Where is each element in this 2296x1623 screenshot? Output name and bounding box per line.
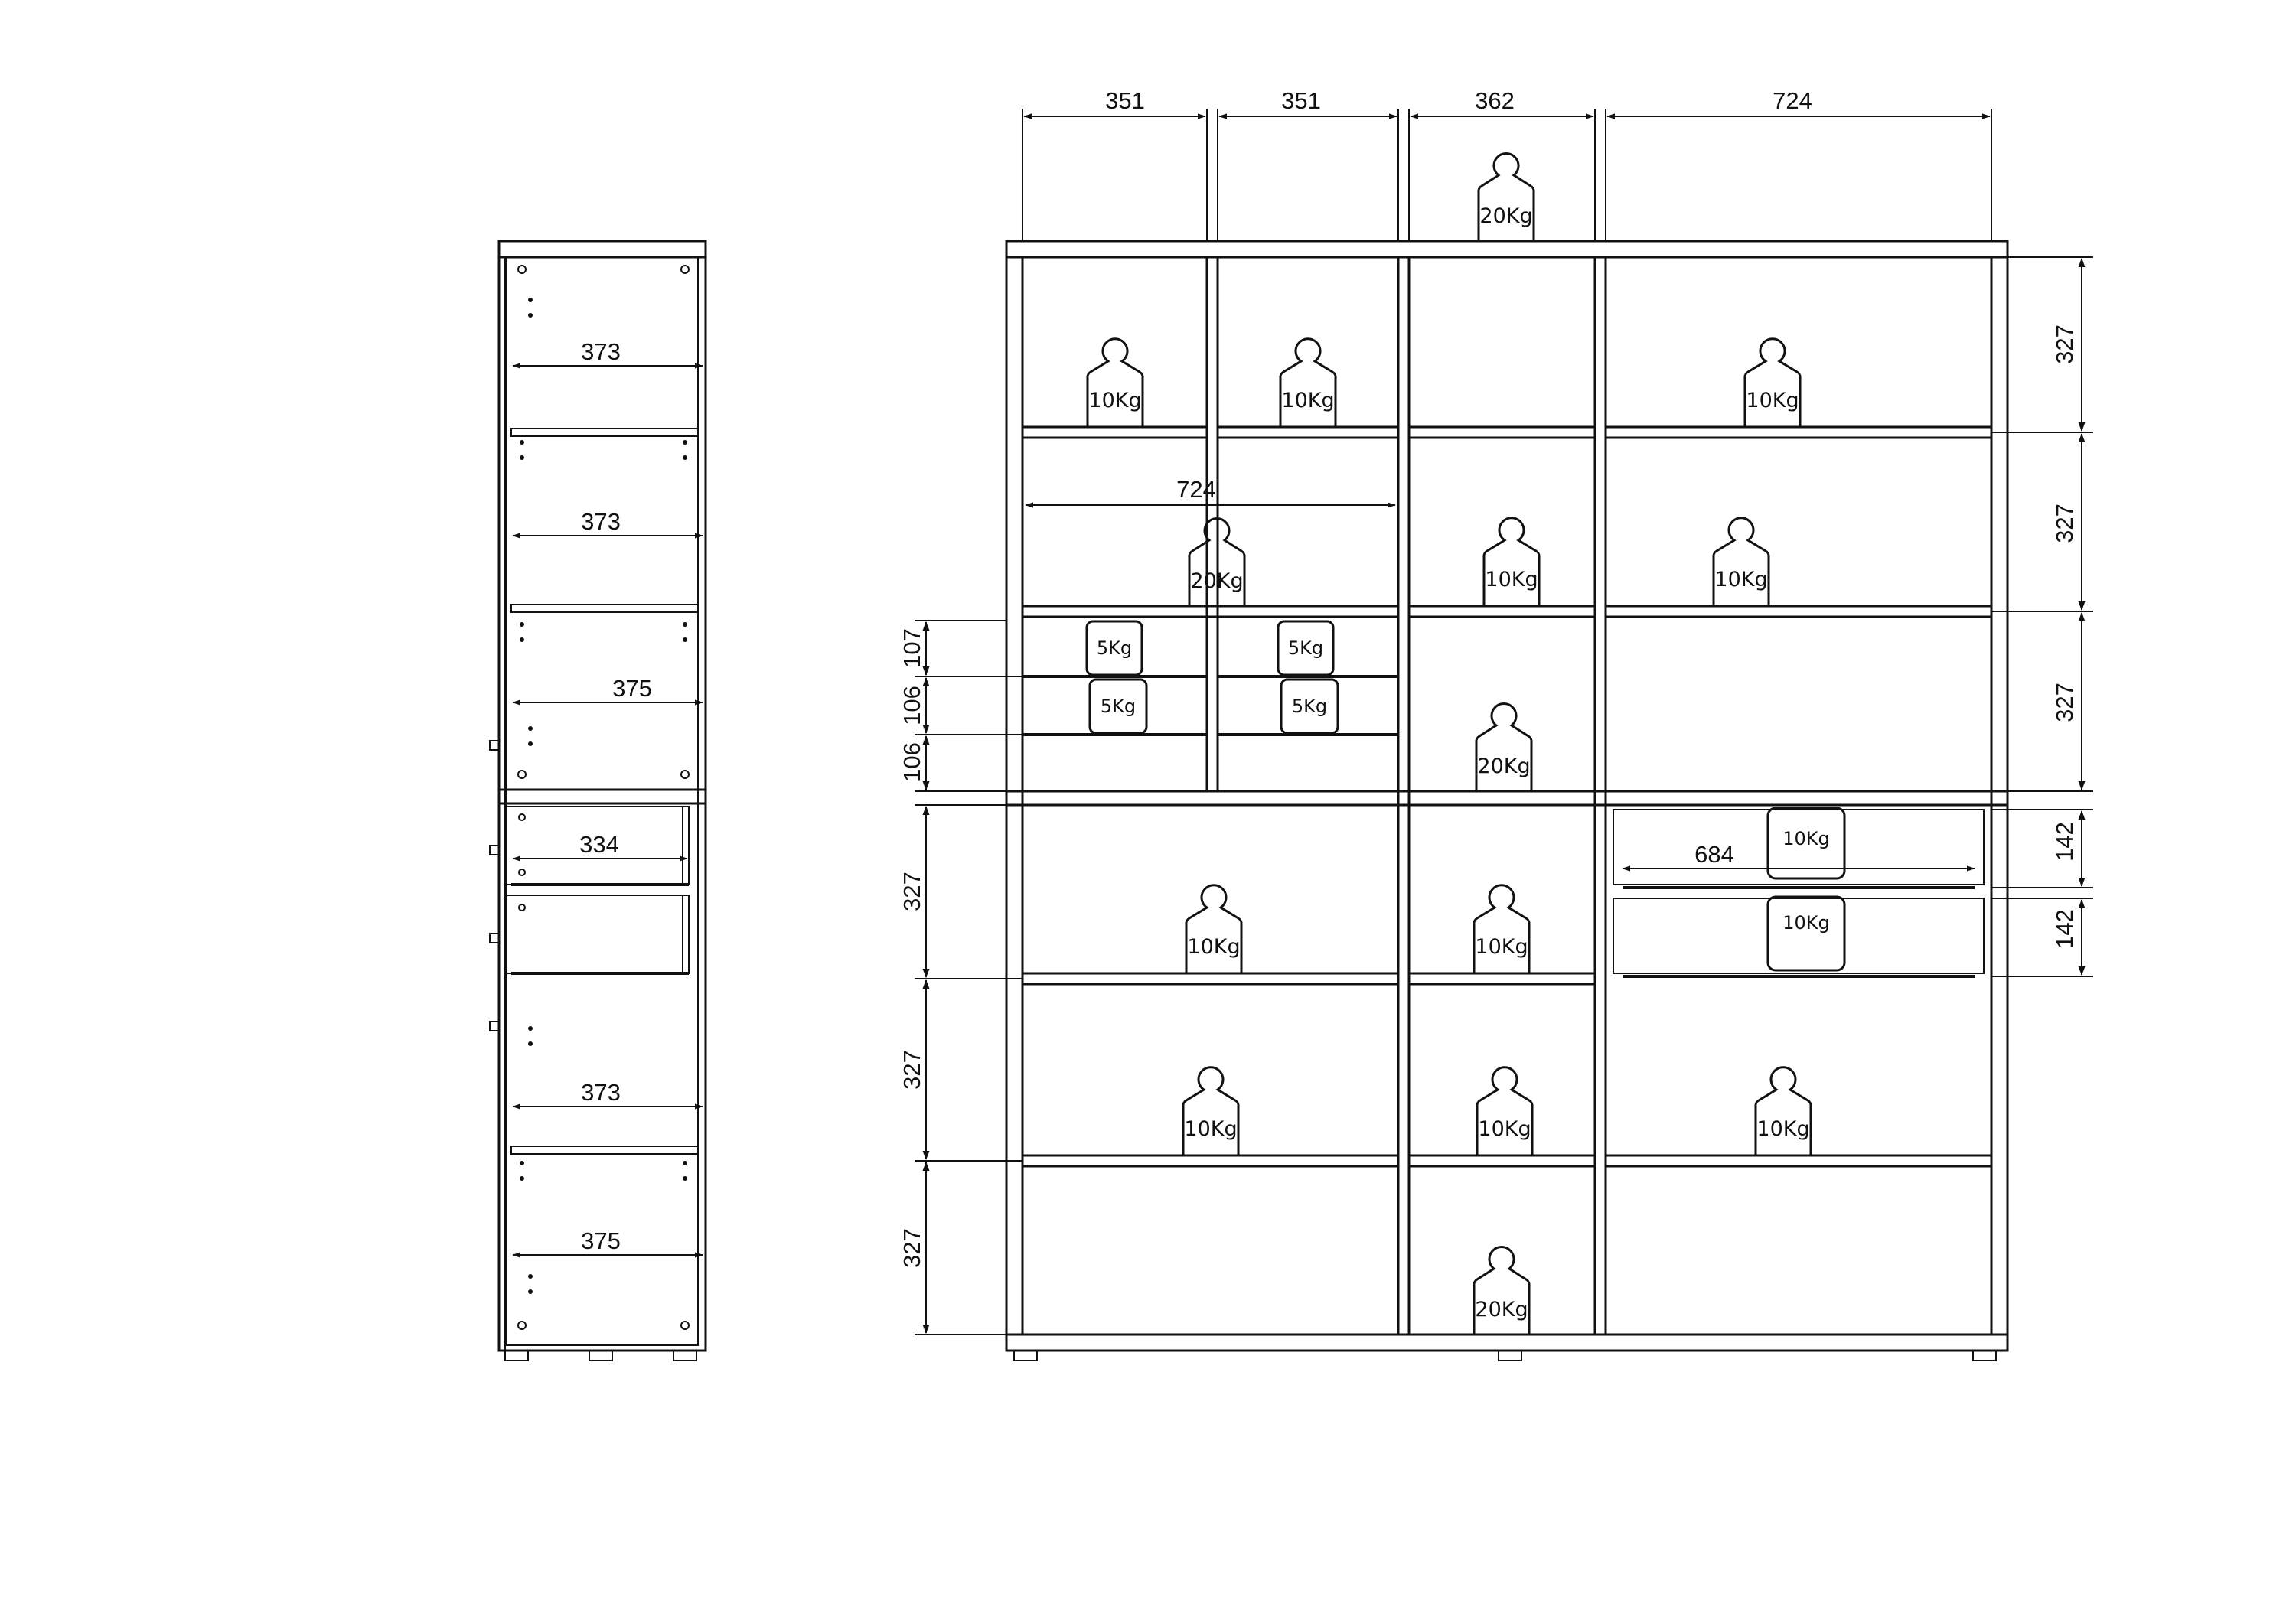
left-dimensions: 107 106 106 327 327 327 xyxy=(899,620,1022,1335)
right-dim-3: 327 xyxy=(2051,683,2078,722)
side-dim-6: 375 xyxy=(581,1227,621,1254)
weight-tray-4: 5Kg xyxy=(1292,696,1327,717)
side-drawer-2 xyxy=(506,895,690,974)
weight-drawer-2: 10Kg xyxy=(1782,912,1830,934)
weight-r4-1: 10Kg xyxy=(1187,935,1240,959)
side-shelves xyxy=(497,428,707,1155)
weight-r3-1: 20Kg xyxy=(1477,754,1530,778)
left-dim-1: 107 xyxy=(899,628,925,668)
weight-tray-2: 5Kg xyxy=(1288,637,1323,659)
left-dim-4: 327 xyxy=(899,872,925,911)
weight-r1-2: 10Kg xyxy=(1281,389,1334,412)
weight-icon: 20Kg xyxy=(1477,152,1535,243)
right-dim-5: 142 xyxy=(2051,909,2078,949)
top-dimensions: 351 351 362 724 xyxy=(1022,87,1992,241)
front-drawers: 684 xyxy=(1613,809,1985,978)
drawer-weights: 10Kg 10Kg xyxy=(1766,807,1846,972)
weight-icon: 20Kg xyxy=(1475,702,1533,793)
weight-r2-3: 10Kg xyxy=(1714,568,1767,592)
middle-divider xyxy=(1005,790,2009,807)
weight-icon: 10Kg xyxy=(1182,1066,1240,1157)
side-fittings xyxy=(489,257,690,1351)
front-outline xyxy=(1005,240,2009,1352)
left-dim-2: 106 xyxy=(899,686,925,725)
side-feet xyxy=(504,1350,697,1361)
weight-r5-2: 10Kg xyxy=(1478,1117,1531,1141)
side-dim-2: 373 xyxy=(581,508,621,535)
weight-icon: 20Kg xyxy=(1473,1246,1531,1336)
vertical-partitions xyxy=(1205,256,1607,1336)
weight-r1-1: 10Kg xyxy=(1088,389,1141,412)
side-depth-dimensions: 373 373 375 334 373 375 xyxy=(512,338,703,1258)
side-view-inner-outline xyxy=(506,256,699,1346)
weight-tray-1: 5Kg xyxy=(1097,637,1132,659)
drawer-2 xyxy=(1613,898,1985,974)
weight-icon: 10Kg xyxy=(1086,337,1144,429)
weight-r4-2: 10Kg xyxy=(1475,935,1528,959)
weight-icon: 10Kg xyxy=(1185,884,1243,975)
drawer-dimension: 684 xyxy=(1694,841,1734,868)
side-dim-5: 373 xyxy=(581,1079,621,1106)
weight-r6-1: 20Kg xyxy=(1475,1298,1528,1322)
weight-icon: 10Kg xyxy=(1473,884,1531,975)
weight-icon: 10Kg xyxy=(1279,337,1337,429)
weight-r2-1: 20Kg xyxy=(1190,569,1243,593)
right-dim-1: 327 xyxy=(2051,324,2078,364)
weight-icon: 10Kg xyxy=(1712,517,1770,608)
side-drawers xyxy=(506,806,690,975)
right-dimensions: 327 327 327 142 142 xyxy=(1991,256,2093,977)
top-dim-4: 724 xyxy=(1773,87,1812,114)
right-dim-4: 142 xyxy=(2051,822,2078,862)
front-feet xyxy=(1013,1350,1997,1361)
top-dim-2: 351 xyxy=(1281,87,1321,114)
weight-r5-3: 10Kg xyxy=(1756,1117,1809,1141)
weight-r1-3: 10Kg xyxy=(1746,389,1799,412)
weight-top: 20Kg xyxy=(1479,204,1532,228)
weight-r5-1: 10Kg xyxy=(1184,1117,1237,1141)
side-dim-1: 373 xyxy=(581,338,621,365)
left-dim-5: 327 xyxy=(899,1050,925,1090)
side-view-outline xyxy=(497,240,707,1352)
side-dim-4: 334 xyxy=(579,831,619,858)
weight-icon: 10Kg xyxy=(1754,1066,1812,1157)
weight-markers: 20Kg 10Kg 10Kg 10Kg 20Kg 10Kg 10Kg xyxy=(1085,152,1846,1336)
weight-drawer-1: 10Kg xyxy=(1782,828,1830,849)
left-dim-3: 106 xyxy=(899,742,925,782)
top-dim-1: 351 xyxy=(1105,87,1145,114)
tray-weights: 5Kg 5Kg 5Kg 5Kg xyxy=(1085,620,1339,735)
side-view: 373 373 375 334 373 375 xyxy=(489,240,707,1361)
shelf-dimension: 724 xyxy=(1176,476,1216,503)
weight-icon: 20Kg xyxy=(1188,517,1246,608)
weight-icon: 10Kg xyxy=(1743,337,1802,429)
drawer-1 xyxy=(1613,809,1985,885)
weight-tray-3: 5Kg xyxy=(1101,696,1136,717)
right-dim-2: 327 xyxy=(2051,504,2078,543)
trays xyxy=(1022,675,1398,736)
side-dim-3: 375 xyxy=(612,675,652,702)
left-dim-6: 327 xyxy=(899,1228,925,1268)
weight-r2-2: 10Kg xyxy=(1485,568,1538,592)
top-dim-3: 362 xyxy=(1475,87,1515,114)
weight-icon: 10Kg xyxy=(1482,517,1541,608)
weight-icon: 10Kg xyxy=(1476,1066,1534,1157)
